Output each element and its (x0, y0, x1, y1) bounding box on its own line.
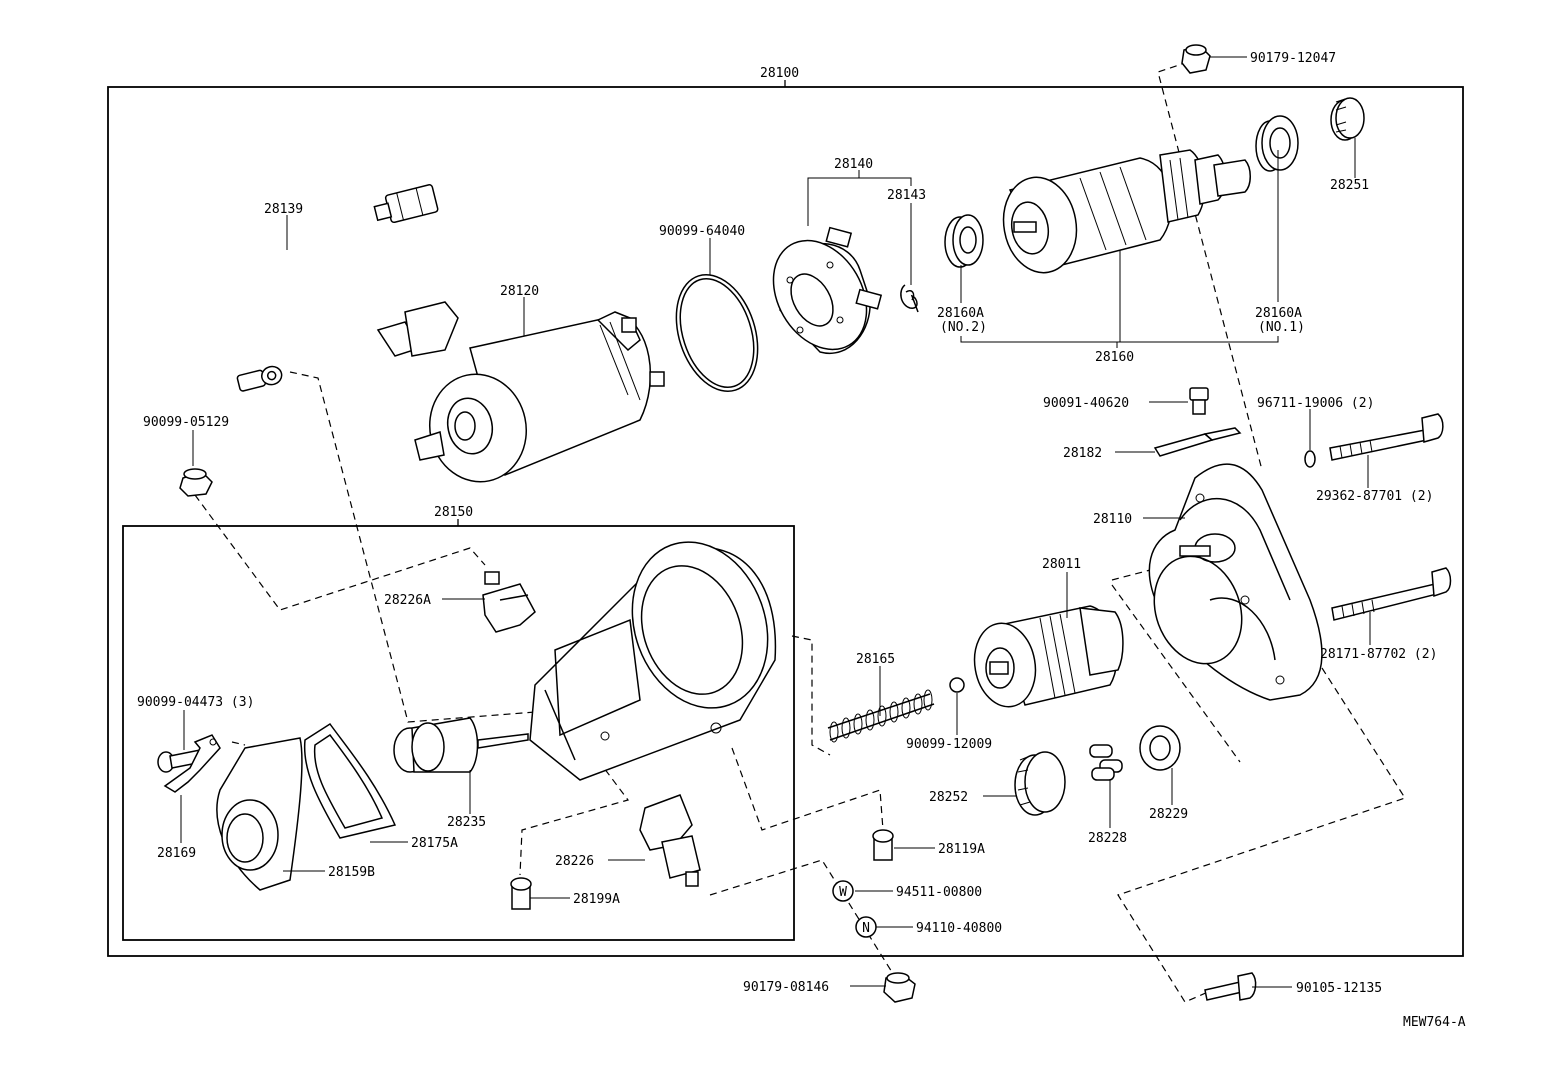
label-28110: 28110 (1093, 512, 1132, 527)
label-28159b: 28159B (328, 865, 375, 880)
label-28100: 28100 (760, 66, 799, 81)
retainer-28229 (1139, 725, 1181, 771)
bolt-90105-12135 (1204, 972, 1257, 1001)
label-28143: 28143 (887, 188, 926, 203)
brush-holder-28140 (772, 226, 883, 355)
terminal-28182 (1153, 427, 1242, 457)
ball-90099-12009 (949, 677, 965, 693)
label-28120: 28120 (500, 284, 539, 299)
o-ring-90099-64040 (675, 273, 759, 393)
nut-90179-12047 (1181, 44, 1211, 74)
gear-28252 (1014, 751, 1066, 816)
terminal-28226a (482, 571, 536, 633)
label-94110-40800: 94110-40800 (916, 921, 1002, 936)
label-28228: 28228 (1088, 831, 1127, 846)
label-28165: 28165 (856, 652, 895, 667)
label-28235: 28235 (447, 815, 486, 830)
washer-94511-00800: W (832, 880, 854, 902)
label-90179-12047: 90179-12047 (1250, 51, 1336, 66)
label-28251: 28251 (1330, 178, 1369, 193)
diagram-code: MEW764-A (1403, 1015, 1466, 1030)
armature-28160 (1002, 149, 1251, 274)
label-28119a: 28119A (938, 842, 985, 857)
label-90091-40620: 90091-40620 (1043, 396, 1129, 411)
label-28182: 28182 (1063, 446, 1102, 461)
part-labels: 28100 90179-12047 28251 28139 28140 2814… (137, 51, 1466, 1030)
bolt-28171-87702 (1331, 567, 1452, 621)
nut-letter: N (862, 921, 870, 936)
o-ring-96711-19006 (1304, 450, 1316, 468)
label-90179-08146: 90179-08146 (743, 980, 829, 995)
label-28169: 28169 (157, 846, 196, 861)
nut-90179-08146 (883, 972, 916, 1003)
label-90099-05129: 90099-05129 (143, 415, 229, 430)
label-28150: 28150 (434, 505, 473, 520)
label-28160: 28160 (1095, 350, 1134, 365)
magnetic-switch-28120 (355, 301, 665, 483)
label-90099-12009: 90099-12009 (906, 737, 992, 752)
bearing-28160a-no1 (1255, 115, 1299, 172)
bolt-29362-87701 (1329, 413, 1444, 461)
label-no2: (NO.2) (940, 320, 987, 335)
label-28160a-no2: 28160A (937, 306, 984, 321)
cover-28159b (216, 737, 303, 891)
label-28160a-no1: 28160A (1255, 306, 1302, 321)
gasket-28175a (303, 722, 397, 839)
label-28229: 28229 (1149, 807, 1188, 822)
label-28140: 28140 (834, 157, 873, 172)
label-28226a: 28226A (384, 593, 431, 608)
label-28199a: 28199A (573, 892, 620, 907)
lead-wire-28139 (197, 184, 439, 392)
gear-28251 (1330, 97, 1365, 141)
plunger-28235 (393, 717, 529, 773)
bearing-28160a-no2 (944, 214, 984, 268)
label-no1: (NO.1) (1258, 320, 1305, 335)
nut-94110-40800: N (855, 916, 877, 938)
bolt-90091-40620 (1189, 387, 1209, 415)
bracket-28169 (163, 734, 221, 793)
clutch-28011 (973, 605, 1124, 708)
leader-lines (180, 56, 1371, 988)
label-28252: 28252 (929, 790, 968, 805)
label-28011: 28011 (1042, 557, 1081, 572)
plug-28119a (872, 829, 894, 861)
label-90099-04473: 90099-04473 (3) (137, 695, 254, 710)
label-90099-64040: 90099-64040 (659, 224, 745, 239)
starter-housing-28150 (529, 541, 777, 781)
terminal-28226 (639, 794, 701, 887)
label-28175a: 28175A (411, 836, 458, 851)
washer-letter: W (839, 885, 847, 900)
housing-28110 (1148, 463, 1323, 701)
label-28226: 28226 (555, 854, 594, 869)
label-28139: 28139 (264, 202, 303, 217)
label-28171-87702: 28171-87702 (2) (1320, 647, 1437, 662)
label-29362-87701: 29362-87701 (2) (1316, 489, 1433, 504)
label-90105-12135: 90105-12135 (1296, 981, 1382, 996)
plug-28199a (510, 877, 532, 910)
label-96711-19006: 96711-19006 (2) (1257, 396, 1374, 411)
spring-28143 (900, 284, 919, 313)
rollers-28228 (1089, 744, 1123, 781)
spring-28165 (827, 689, 935, 743)
nut-90099-05129 (179, 468, 213, 497)
label-94511-00800: 94511-00800 (896, 885, 982, 900)
